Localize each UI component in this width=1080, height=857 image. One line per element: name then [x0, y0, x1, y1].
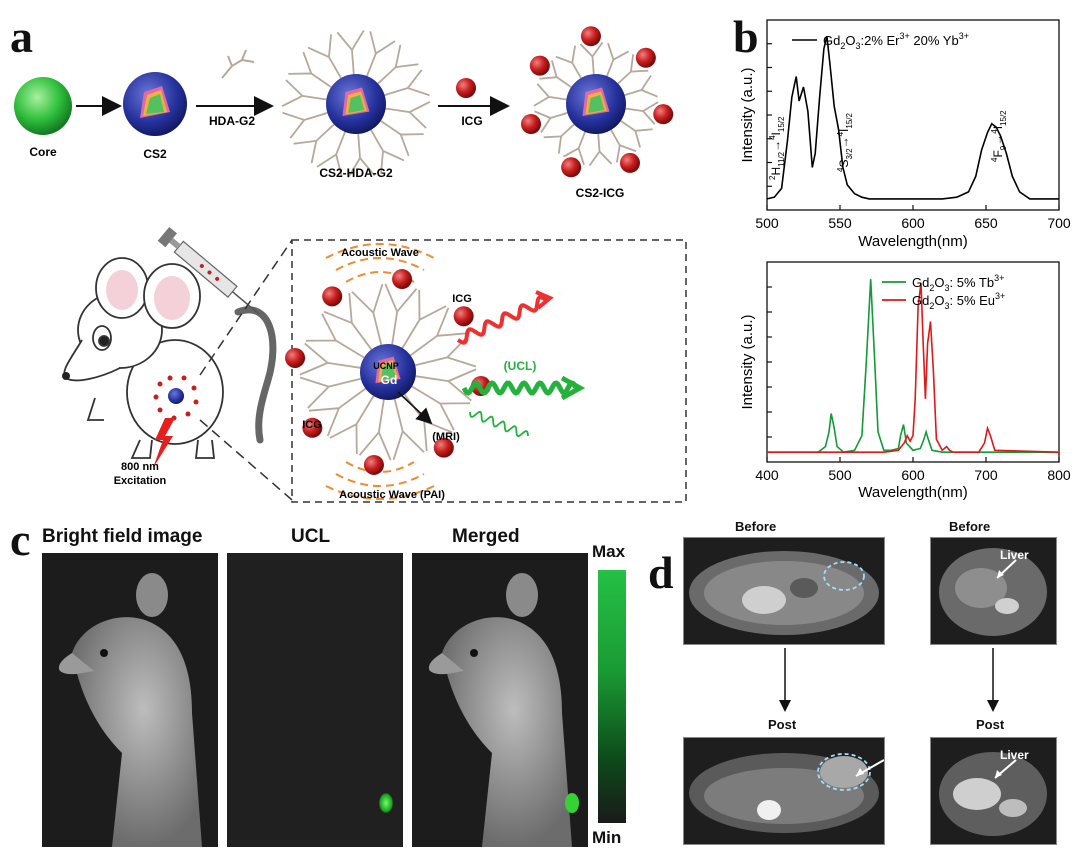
- ucl-wave-arrowhead: [560, 375, 586, 401]
- label-mri: (MRI): [432, 431, 460, 443]
- label-icg-step: ICG: [461, 114, 482, 128]
- spectrum-bottom: 400 500 600 700 800 Gd2O3: 5% Tb3+ Gd2O3: 5%…: [739, 261, 1071, 501]
- icg-molecule-icon: [456, 78, 476, 98]
- label-post-1: Post: [768, 717, 797, 732]
- panel-label-b: b: [733, 11, 759, 62]
- series-tb: [767, 279, 1059, 454]
- label-ucl: (UCL): [504, 359, 537, 373]
- label-before-1: Before: [735, 519, 777, 534]
- red-emission-wave: [456, 295, 548, 345]
- ucl-emission-wave: [461, 380, 579, 396]
- arrow-down-1: [779, 648, 791, 712]
- panel-label-d: d: [648, 547, 674, 598]
- label-before-2: Before: [949, 519, 991, 534]
- label-cs2-icg: CS2-ICG: [576, 186, 625, 200]
- ucl-image: [227, 553, 403, 847]
- core-sphere: [14, 77, 72, 135]
- label-icg-inset-1: ICG: [452, 293, 472, 305]
- series-eu: [767, 282, 1060, 454]
- mri-tumor-post: [683, 737, 885, 845]
- label-liver-1: Liver: [1000, 548, 1029, 562]
- cs2-hda-g2-particle: [281, 29, 431, 179]
- syringe-icon: [157, 226, 260, 315]
- acoustic-wave-bottom: [325, 461, 435, 500]
- tumor-particles: [153, 375, 199, 421]
- incoming-wave: [469, 411, 529, 437]
- cs2-particle: [123, 72, 187, 136]
- legend-eu: Gd2O3: 5% Eu3+: [912, 291, 1005, 311]
- synthesis-scheme: Core CS2 HDA-G2 CS2-HDA-G2 ICG CS2-ICG A…: [14, 26, 687, 503]
- mri-liver-before: [930, 537, 1057, 645]
- acoustic-wave-top: [325, 243, 435, 283]
- label-acoustic-wave: Acoustic Wave: [341, 247, 419, 259]
- x-axis-label-top: Wavelength(nm): [858, 233, 967, 250]
- annotation-h11: 2H11/2→4I15/2: [768, 116, 786, 180]
- x-tick-label: 500: [755, 215, 779, 231]
- legend-tb: Gd2O3: 5% Tb3+: [912, 273, 1004, 293]
- title-ucl: UCL: [291, 526, 331, 547]
- x-tick-label: 600: [901, 215, 925, 231]
- inset-box: [291, 239, 687, 503]
- red-wave-arrowhead: [535, 290, 554, 310]
- label-800nm: 800 nm: [121, 461, 159, 473]
- ucl-signal-spot: [379, 793, 393, 813]
- mri-arrow: [397, 391, 433, 425]
- label-post-2: Post: [976, 717, 1005, 732]
- label-ucnp: UCNP: [373, 361, 399, 371]
- mri-liver-post: [930, 737, 1057, 845]
- x-tick-label: 400: [755, 467, 779, 483]
- label-excitation: Excitation: [114, 475, 167, 487]
- x-tick-label: 550: [828, 215, 852, 231]
- mri-tumor-before: [683, 537, 885, 645]
- laser-bolt-icon: [153, 418, 175, 468]
- legend-er-yb: Gd2O3:2% Er3+ 20% Yb3+: [823, 31, 969, 51]
- emission-spectra: 500 550 600 650 700 Gd2O3:2% Er3+ 20% Yb3+ 2…: [739, 19, 1071, 501]
- label-cs2-hda-g2: CS2-HDA-G2: [319, 166, 393, 180]
- label-gd: Gd: [381, 373, 398, 387]
- label-cs2: CS2: [143, 147, 167, 161]
- annotation-s3: 4S3/2→4I15/2: [836, 112, 854, 172]
- label-icg-inset-2: ICG: [302, 419, 322, 431]
- x-tick-label: 650: [974, 215, 998, 231]
- mouse-silhouette-bright: [58, 573, 202, 847]
- merged-image: [412, 553, 588, 847]
- zoom-line-top: [199, 239, 293, 376]
- colorbar-min: Min: [592, 828, 622, 847]
- annotation-f9: 4F9→4I15/2: [990, 110, 1008, 162]
- mouse-silhouette-merged: [428, 573, 579, 847]
- x-tick-label: 800: [1047, 467, 1071, 483]
- colorbar: [598, 570, 626, 823]
- tumor-outline-post: [817, 753, 871, 791]
- panel-label-c: c: [10, 514, 31, 565]
- arrow-down-2: [987, 648, 999, 712]
- spectrum-top: 500 550 600 650 700 Gd2O3:2% Er3+ 20% Yb3+ 2…: [739, 19, 1071, 250]
- dendrimer-icon: [221, 49, 255, 79]
- label-hda-g2: HDA-G2: [209, 114, 255, 128]
- x-tick-label: 700: [974, 467, 998, 483]
- y-axis-label-top: Intensity (a.u.): [739, 67, 756, 162]
- x-axis-label-bottom: Wavelength(nm): [858, 484, 967, 501]
- label-core: Core: [29, 145, 57, 159]
- cs2-icg-particle: [521, 26, 674, 178]
- label-liver-2: Liver: [1000, 748, 1029, 762]
- label-acoustic-wave-pai: Acoustic Wave (PAI): [339, 489, 445, 501]
- tumor-outline: [823, 561, 865, 591]
- y-axis-label-bottom: Intensity (a.u.): [739, 314, 756, 409]
- x-tick-label: 600: [901, 467, 925, 483]
- panel-label-a: a: [10, 11, 33, 62]
- x-tick-label: 700: [1047, 215, 1071, 231]
- x-tick-label: 500: [828, 467, 852, 483]
- title-merged: Merged: [452, 526, 520, 547]
- series-er-yb: [766, 36, 1059, 200]
- colorbar-max: Max: [592, 542, 626, 561]
- zoom-line-bottom: [199, 419, 293, 501]
- title-bright-field: Bright field image: [42, 526, 203, 547]
- bright-field-image: [42, 553, 218, 847]
